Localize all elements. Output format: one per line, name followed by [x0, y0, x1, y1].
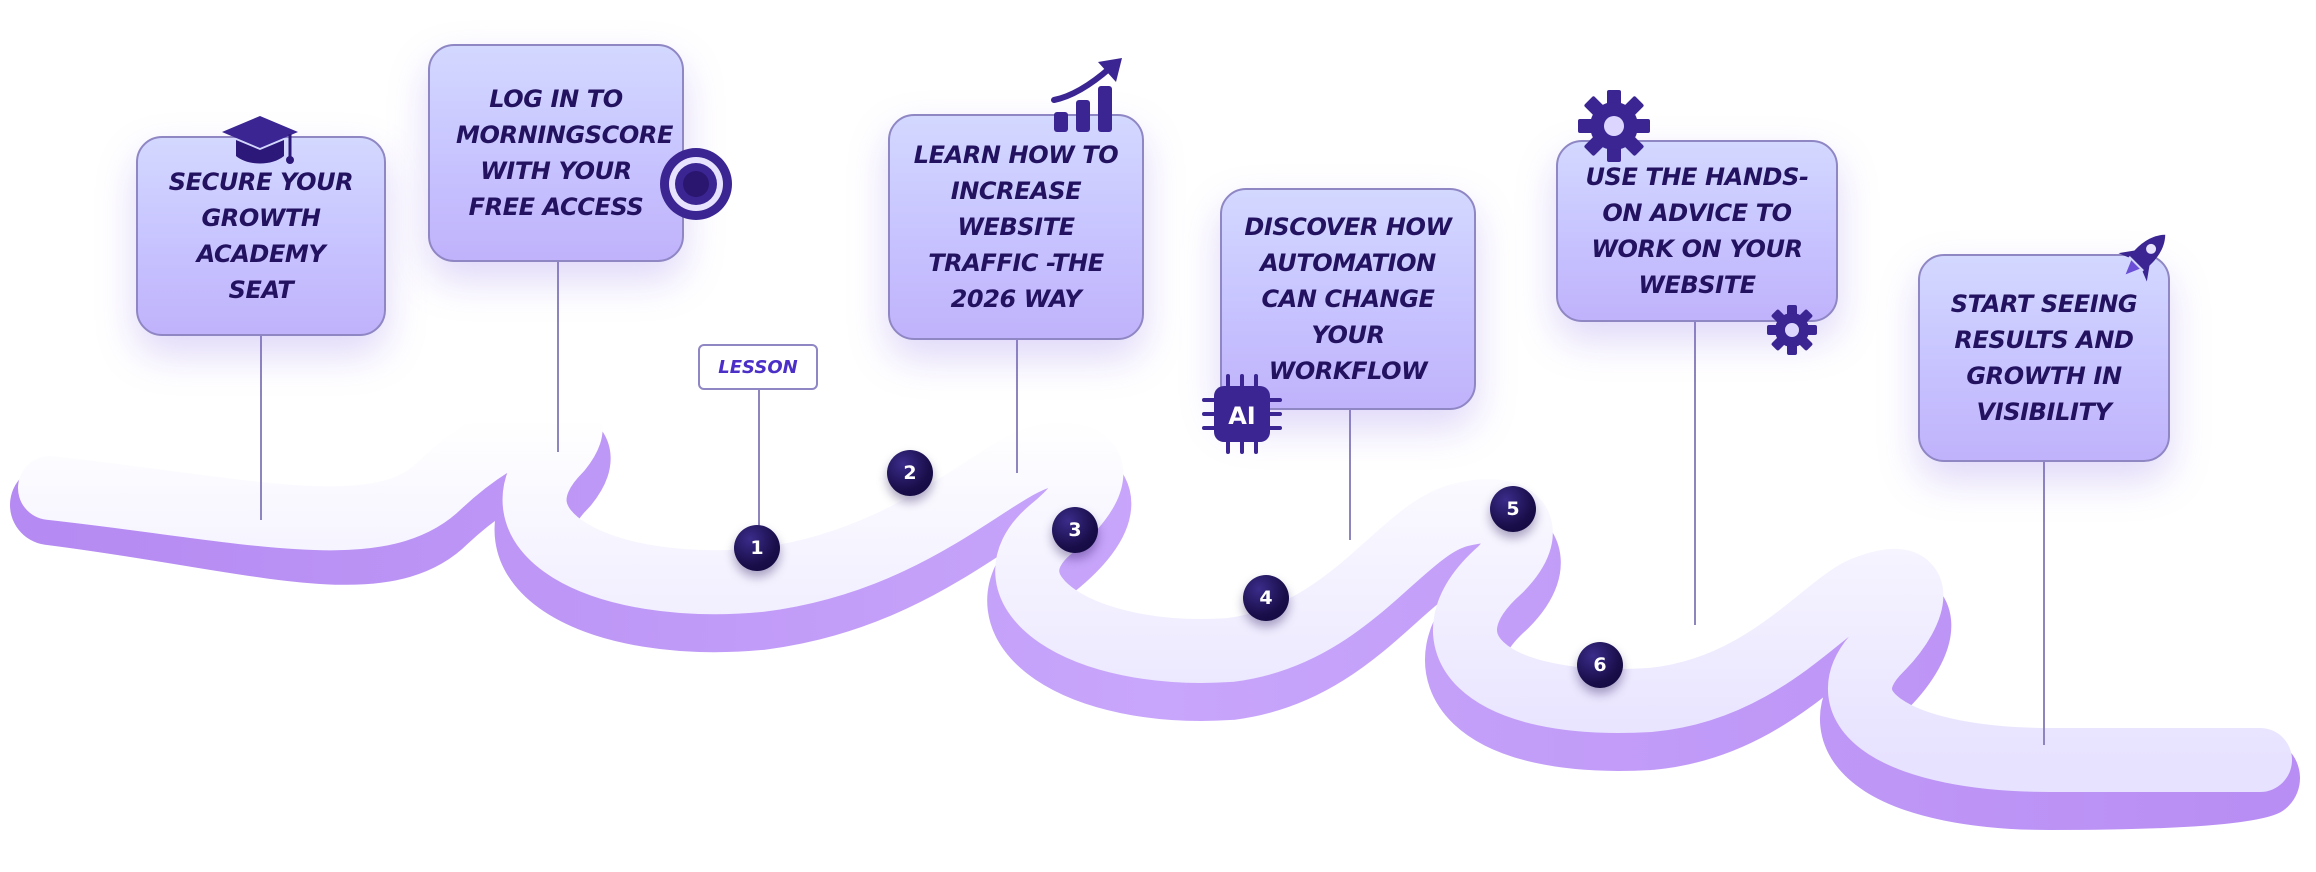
step-card-text: DISCOVER HOW AUTOMATION CAN CHANGE YOUR … [1244, 213, 1452, 385]
connector-line [1349, 410, 1351, 540]
step-card-4: DISCOVER HOW AUTOMATION CAN CHANGE YOUR … [1220, 188, 1476, 410]
step-card-text: LOG IN TO MORNINGSCORE WITH YOUR FREE AC… [456, 85, 673, 221]
step-marker-2: 2 [887, 450, 933, 496]
target-ring-icon [660, 148, 732, 220]
step-card-text: LEARN HOW TO INCREASE WEBSITE TRAFFIC -T… [913, 141, 1119, 313]
step-card-6: START SEEING RESULTS AND GROWTH IN VISIB… [1918, 254, 2170, 462]
step-marker-4: 4 [1243, 575, 1289, 621]
growth-chart-icon [1051, 58, 1122, 132]
step-marker-1: 1 [734, 525, 780, 571]
step-card-2: LOG IN TO MORNINGSCORE WITH YOUR FREE AC… [428, 44, 684, 262]
graduation-cap-icon [222, 116, 298, 164]
step-card-5: USE THE HANDS-ON ADVICE TO WORK ON YOUR … [1556, 140, 1838, 322]
small-gear-icon [1767, 305, 1817, 355]
step-marker-6: 6 [1577, 642, 1623, 688]
step-card-text: SECURE YOUR GROWTH ACADEMY SEAT [168, 168, 354, 304]
ai-chip-icon: AI [1202, 374, 1282, 454]
step-card-text: USE THE HANDS-ON ADVICE TO WORK ON YOUR … [1585, 163, 1809, 299]
connector-line [557, 262, 559, 452]
step-card-3: LEARN HOW TO INCREASE WEBSITE TRAFFIC -T… [888, 114, 1144, 340]
step-marker-5: 5 [1490, 486, 1536, 532]
step-marker-3: 3 [1052, 507, 1098, 553]
road-surface [18, 387, 2292, 793]
connector-line [1694, 320, 1696, 625]
lesson-tag: LESSON [698, 344, 818, 390]
connector-line [2043, 460, 2045, 745]
connector-line [260, 335, 262, 520]
gear-icon [1578, 90, 1650, 162]
ai-chip-label: AI [1228, 402, 1256, 430]
rocket-icon [2118, 234, 2166, 282]
connector-line [758, 390, 760, 530]
connector-line [1016, 338, 1018, 473]
step-card-text: START SEEING RESULTS AND GROWTH IN VISIB… [1950, 290, 2138, 426]
